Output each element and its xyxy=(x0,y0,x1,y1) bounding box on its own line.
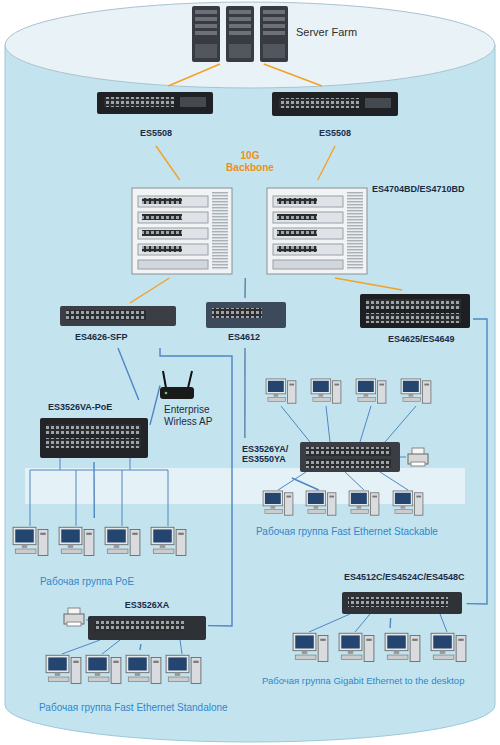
switch-icon xyxy=(300,442,400,472)
server-icons xyxy=(192,6,288,62)
access-switch: ES3526YA/ ES3550YA xyxy=(240,438,402,478)
network-link xyxy=(118,348,139,400)
access-switch-label: ES3526YA/ ES3550YA xyxy=(242,444,298,465)
pc-icons xyxy=(293,633,466,661)
network-link xyxy=(156,146,180,180)
poe-switch-label: ES3526VA-PoE xyxy=(48,402,112,412)
pc-icons xyxy=(46,655,201,683)
chassis-switch: ES4704BD/ES4710BD xyxy=(128,180,473,278)
access-switch-label: ES3526XA xyxy=(125,600,170,610)
access-switch: ES3526XA xyxy=(86,598,208,644)
workgroup-label: Рабочая группа Gigabit Ethernet to the d… xyxy=(262,676,464,687)
distribution-switch-label: ES4625/ES4649 xyxy=(388,334,455,344)
access-switch-label: ES4512C/ES4524C/ES4548C xyxy=(344,572,465,582)
network-link xyxy=(244,278,246,298)
network-link xyxy=(264,64,322,86)
poe-switch: ES3526VA-PoE xyxy=(38,400,150,462)
network-link xyxy=(139,644,141,650)
workgroup: Рабочая группа Gigabit Ethernet to the d… xyxy=(258,628,496,690)
distribution-switch: ES4612 xyxy=(203,298,287,348)
network-link xyxy=(244,348,246,438)
chassis-icon xyxy=(267,188,367,274)
switch-icon xyxy=(60,306,176,326)
switch-icon xyxy=(88,616,206,640)
chassis-icon xyxy=(132,188,232,274)
core-switch: ES5508 xyxy=(270,86,400,146)
switch-icon xyxy=(342,592,462,614)
workgroup: Рабочая группа PoE xyxy=(5,518,195,590)
access-point-icon xyxy=(160,371,194,399)
switch-icon xyxy=(206,302,286,328)
printer-icon xyxy=(64,608,84,626)
network-link xyxy=(168,64,220,86)
workgroup-label: Рабочая группа PoE xyxy=(40,576,134,588)
network-link xyxy=(292,478,319,490)
core-switch: ES5508 xyxy=(95,86,217,146)
distribution-switch-label: ES4626-SFP xyxy=(75,332,128,342)
access-switch: ES4512C/ES4524C/ES4548C xyxy=(340,570,467,618)
core-switch-label: ES5508 xyxy=(319,128,351,138)
core-switch-label: ES5508 xyxy=(140,128,172,138)
wireless-ap: Enterprise Wirless AP xyxy=(160,368,228,438)
server-ground xyxy=(5,2,495,88)
workgroup: Рабочая группа Fast Ethernet Standalone xyxy=(35,650,245,716)
workgroup-label: Рабочая группа Fast Ethernet Stackable xyxy=(256,526,438,538)
distribution-switch-label: ES4612 xyxy=(228,332,260,342)
network-link xyxy=(318,146,335,180)
switch-icon xyxy=(40,418,148,458)
server-farm: Server Farm xyxy=(185,4,360,64)
wires xyxy=(30,406,447,654)
network-link xyxy=(389,618,391,628)
switch-icon xyxy=(360,294,470,328)
printer-icon xyxy=(408,448,428,466)
network-link xyxy=(93,462,95,518)
network-ground xyxy=(5,45,495,742)
workgroup-label: Рабочая группа Fast Ethernet Standalone xyxy=(39,702,228,714)
distribution-switch: ES4625/ES4649 xyxy=(355,290,473,348)
chassis-switch-label: ES4704BD/ES4710BD xyxy=(372,184,465,194)
network-link xyxy=(130,278,169,303)
network-link xyxy=(467,319,487,604)
distribution-switch: ES4626-SFP xyxy=(58,303,178,348)
wireless-ap-label: Enterprise Wirless AP xyxy=(164,404,226,427)
network-link xyxy=(335,278,402,290)
pc-icons xyxy=(13,527,186,555)
pc-icons xyxy=(266,379,431,403)
workgroup: Рабочая группа Fast Ethernet Stackable xyxy=(250,490,465,540)
network-link xyxy=(150,386,160,425)
network-link xyxy=(160,348,232,626)
backbone-label: 10G Backbone xyxy=(224,150,276,173)
switch-icon xyxy=(97,92,213,114)
switch-icon xyxy=(272,92,398,116)
server-farm-label: Server Farm xyxy=(296,26,357,39)
pc-icons xyxy=(263,491,423,515)
